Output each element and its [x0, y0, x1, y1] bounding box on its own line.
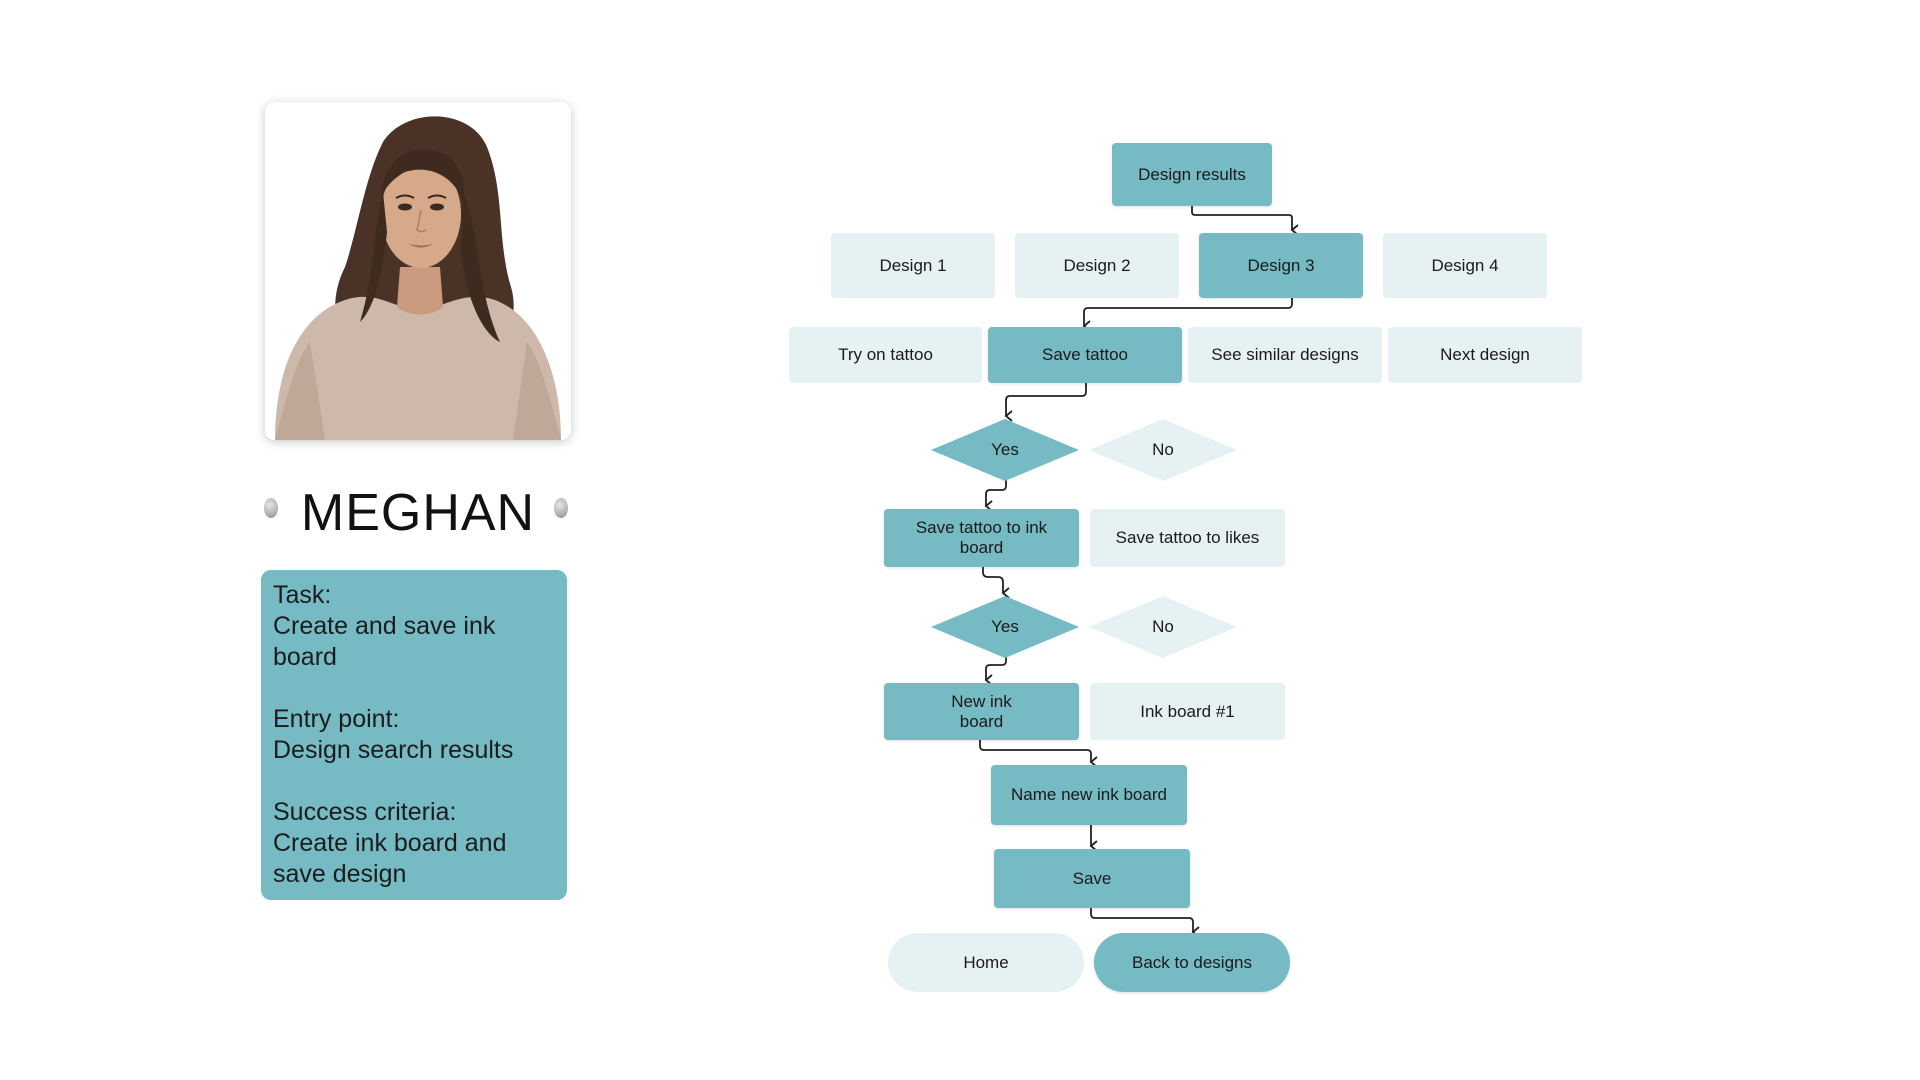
task-label: Task: — [273, 581, 332, 609]
persona-name-row: MEGHAN — [262, 478, 568, 548]
connector-yes2-to-new — [984, 654, 1007, 686]
next-design-node[interactable]: Next design — [1388, 327, 1582, 383]
decision-1-no[interactable]: No — [1089, 419, 1237, 481]
design-2-node[interactable]: Design 2 — [1015, 233, 1179, 298]
connector-design3-to-save — [1082, 297, 1293, 332]
name-new-ink-board-node[interactable]: Name new ink board — [991, 765, 1187, 825]
connector-inkboard-to-yes2 — [982, 566, 1010, 599]
save-to-likes-node[interactable]: Save tattoo to likes — [1090, 509, 1285, 567]
save-tattoo-node[interactable]: Save tattoo — [988, 327, 1182, 383]
success-criteria-value: Create ink board and save design — [273, 829, 507, 888]
decision-1-yes[interactable]: Yes — [931, 419, 1079, 481]
home-node[interactable]: Home — [888, 933, 1084, 992]
success-criteria-label: Success criteria: — [273, 798, 457, 826]
pin-dot-icon — [264, 498, 278, 518]
persona-photo — [265, 102, 571, 440]
decision-1-no-label: No — [1152, 440, 1174, 459]
design-1-node[interactable]: Design 1 — [831, 233, 995, 298]
connector-save-to-yes1 — [1004, 382, 1087, 422]
see-similar-designs-node[interactable]: See similar designs — [1188, 327, 1382, 383]
connector-save-to-back — [1090, 907, 1200, 938]
new-ink-board-node[interactable]: New ink board — [884, 683, 1079, 740]
decision-2-yes[interactable]: Yes — [931, 596, 1079, 658]
ink-board-1-node[interactable]: Ink board #1 — [1090, 683, 1285, 740]
decision-2-no-label: No — [1152, 617, 1174, 636]
save-to-ink-board-node[interactable]: Save tattoo to ink board — [884, 509, 1079, 567]
back-to-designs-node[interactable]: Back to designs — [1094, 933, 1290, 992]
task-value: Create and save ink board — [273, 612, 496, 671]
persona-name: MEGHAN — [300, 484, 536, 542]
try-on-tattoo-node[interactable]: Try on tattoo — [789, 327, 982, 383]
decision-1-yes-label: Yes — [991, 440, 1019, 459]
pin-dot-icon — [554, 498, 568, 518]
task-card: Task: Create and save ink board Entry po… — [261, 570, 567, 900]
design-3-node[interactable]: Design 3 — [1199, 233, 1363, 298]
connector-new-to-name — [979, 739, 1098, 768]
design-4-node[interactable]: Design 4 — [1383, 233, 1547, 298]
decision-2-yes-label: Yes — [991, 617, 1019, 636]
entry-point-label: Entry point: — [273, 705, 400, 733]
entry-point-value: Design search results — [273, 736, 514, 764]
connector-results-to-design3 — [1191, 205, 1299, 236]
decision-2-no[interactable]: No — [1089, 596, 1237, 658]
connector-yes1-to-inkboard — [984, 478, 1007, 512]
save-node[interactable]: Save — [994, 849, 1190, 908]
design-results-node[interactable]: Design results — [1112, 143, 1272, 206]
